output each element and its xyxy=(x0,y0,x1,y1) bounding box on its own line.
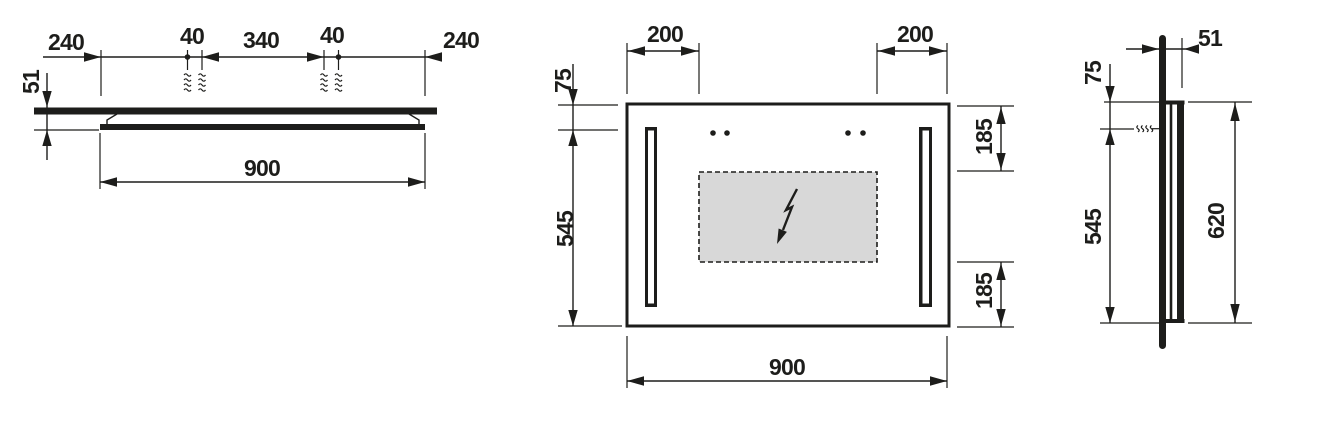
dim-label-545-front: 545 xyxy=(552,210,578,247)
dim-label-185-top: 185 xyxy=(971,118,997,155)
dim-label-240-left: 240 xyxy=(48,29,84,55)
arrowhead xyxy=(996,309,1006,326)
mounting-hole-dot xyxy=(845,130,851,136)
arrowhead xyxy=(307,52,324,62)
frame-hook-right xyxy=(408,113,420,124)
dimension-dot xyxy=(335,54,342,60)
arrowhead xyxy=(100,177,117,187)
frame-bottom-cap xyxy=(1166,319,1185,323)
dim-label-240-right: 240 xyxy=(443,27,479,53)
light-strip-left xyxy=(645,127,657,307)
arrowhead xyxy=(878,46,895,56)
dim-label-620-side: 620 xyxy=(1203,203,1229,239)
wall-dowel-side xyxy=(1134,125,1160,133)
side-view: 51 75 545 620 xyxy=(1080,25,1252,349)
dim-label-51-side: 51 xyxy=(1198,25,1223,51)
dim-label-51-top-view: 51 xyxy=(18,69,44,94)
wall-dowel-pair-left xyxy=(183,72,206,108)
arrowhead xyxy=(1184,44,1199,54)
dowel-threads xyxy=(320,73,328,92)
front-view: 200 200 75 545 xyxy=(550,21,1014,388)
arrowhead xyxy=(568,310,578,326)
dim-label-900-front: 900 xyxy=(769,354,805,380)
dim-label-900-top-view: 900 xyxy=(244,155,280,181)
mirror-outline xyxy=(625,102,951,328)
frame-top-cap xyxy=(1166,100,1185,105)
mounting-hole-dot xyxy=(710,130,716,136)
arrowhead xyxy=(425,52,442,62)
arrowhead xyxy=(42,91,52,107)
dim-label-200-right: 200 xyxy=(897,21,933,47)
dim-label-75-front: 75 xyxy=(550,68,576,93)
light-strip-slot xyxy=(922,130,929,304)
dowel-threads xyxy=(198,73,206,92)
arrowhead xyxy=(568,130,578,146)
arrowhead xyxy=(996,107,1006,124)
arrowhead xyxy=(1105,86,1115,102)
arrowhead xyxy=(1230,103,1240,121)
mounting-hole-dot xyxy=(860,130,866,136)
mirror-glass-side-profile xyxy=(1159,35,1166,349)
arrowhead xyxy=(84,52,101,62)
dim-label-40-right: 40 xyxy=(320,22,344,48)
arrowhead xyxy=(681,46,698,56)
lightning-bolt-icon xyxy=(777,188,799,244)
arrowhead xyxy=(627,376,644,386)
dowel-threads xyxy=(1136,125,1154,133)
arrowhead xyxy=(202,52,219,62)
arrowhead xyxy=(1142,44,1159,54)
mounting-hole-dot xyxy=(724,130,730,136)
arrowhead xyxy=(1105,129,1115,145)
arrowhead xyxy=(996,263,1006,280)
mirror-glass-profile xyxy=(34,107,437,115)
arrowhead xyxy=(1230,304,1240,322)
light-strip-right xyxy=(919,127,932,307)
arrowhead xyxy=(930,376,947,386)
arrowhead xyxy=(929,46,946,56)
arrowhead xyxy=(1105,307,1115,323)
dim-label-200-left: 200 xyxy=(647,21,683,47)
arrowhead xyxy=(568,89,578,105)
wall-dowel-pair-right xyxy=(320,72,343,108)
arrowhead xyxy=(408,177,425,187)
light-strip-slot xyxy=(648,130,654,304)
arrowhead xyxy=(42,130,52,146)
arrowhead xyxy=(628,46,645,56)
frame-side-profile xyxy=(1166,100,1185,323)
dim-label-75-side: 75 xyxy=(1080,60,1106,85)
top-view: 240 40 340 40 240 51 xyxy=(18,22,480,189)
mounting-frame-profile xyxy=(100,124,425,130)
frame-back-bar xyxy=(1177,100,1184,323)
arrowhead xyxy=(996,153,1006,170)
dim-label-545-side: 545 xyxy=(1080,208,1106,245)
dim-label-340: 340 xyxy=(243,27,279,53)
lightning-bolt-stroke xyxy=(781,188,799,231)
dimension-dot xyxy=(184,54,191,60)
frame-hook-left xyxy=(106,113,118,124)
dim-label-40-left: 40 xyxy=(180,23,204,49)
dowel-threads xyxy=(334,73,343,92)
dim-label-185-bottom: 185 xyxy=(971,272,997,309)
lightning-bolt-arrowhead xyxy=(777,228,787,244)
dowel-threads xyxy=(183,73,192,92)
